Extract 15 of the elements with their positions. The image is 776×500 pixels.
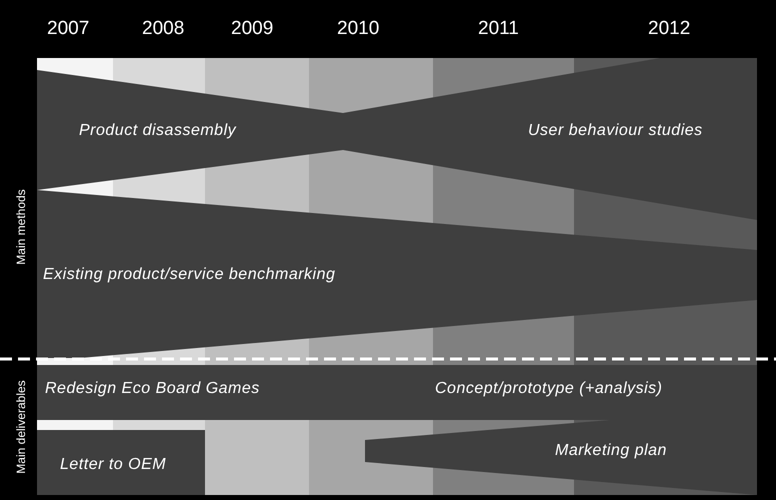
deliverable-label: Marketing plan (555, 442, 667, 460)
year-label: 2010 (337, 18, 380, 40)
year-label: 2007 (47, 18, 90, 40)
year-label: 2012 (648, 18, 690, 40)
method-label: Existing product/service benchmarking (43, 266, 336, 284)
method-label: User behaviour studies (528, 122, 703, 140)
section-label: Main methods (14, 188, 28, 267)
method-label: Product disassembly (79, 122, 236, 140)
year-label: 2009 (231, 18, 274, 40)
deliverable-label: Concept/prototype (+analysis) (435, 380, 662, 398)
year-label: 2011 (478, 18, 519, 40)
deliverable-label: Letter to OEM (60, 456, 166, 474)
deliverable-label: Redesign Eco Board Games (45, 380, 260, 398)
year-label: 2008 (142, 18, 184, 40)
section-label: Main deliverables (14, 379, 28, 476)
